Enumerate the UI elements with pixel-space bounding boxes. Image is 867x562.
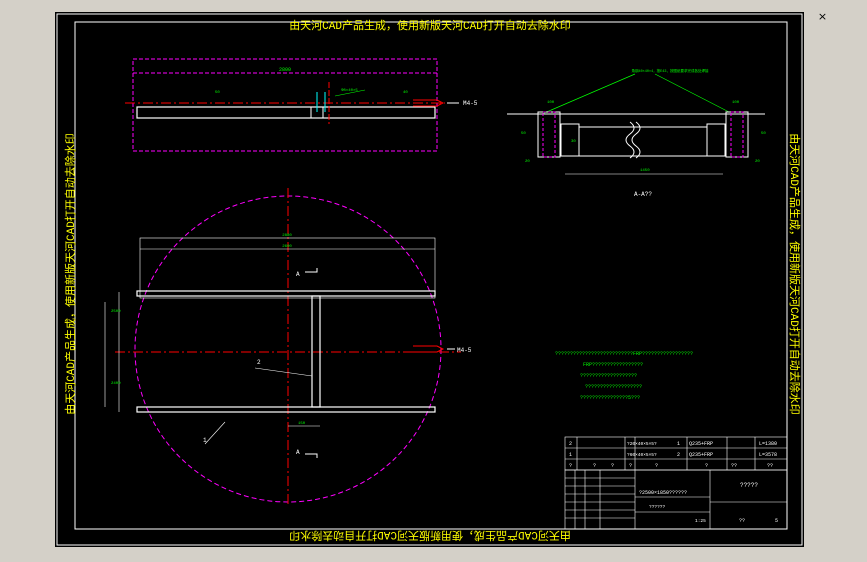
note-1: FRP????????????????? (583, 362, 643, 368)
plan-dim-outer: 2880 (282, 234, 292, 238)
title-block-text: ????? ?2500×1850?????? ?????? 1:25 ?? 5 (639, 482, 778, 524)
top-view-dim-right: 40 (403, 91, 408, 95)
note-0: ??????????????????????????FRP???????????… (555, 351, 693, 357)
header-total: ?? (767, 463, 773, 469)
part-2-no: 2 (569, 441, 572, 447)
top-view-weld-tag: M4-5 (463, 100, 478, 107)
watermark-right: 由天河CAD产品生成，使用新版天河CAD打开自动去除水印 (787, 133, 802, 415)
title-block-sheet-no: 5 (775, 518, 778, 524)
watermark-left: 由天河CAD产品生成，使用新版天河CAD打开自动去除水印 (63, 133, 78, 415)
close-icon[interactable]: × (817, 10, 828, 23)
top-view-dim-box (132, 58, 438, 152)
watermark-top: 由天河CAD产品生成，使用新版天河CAD打开自动去除水印 (289, 18, 571, 33)
plan-dim-inner: 2600 (282, 245, 292, 249)
title-block-subtitle: ?????? (649, 504, 666, 510)
header-spec: ? (655, 463, 658, 469)
callout-1: 1 (203, 437, 207, 444)
section-dim-right-h: 50 (761, 132, 766, 136)
beam-bottom (136, 406, 436, 413)
title-block-drawing-name: ?2500×1850?????? (639, 490, 687, 496)
title-block-scale: 1:25 (695, 518, 706, 524)
header-code: ? (593, 463, 596, 469)
callout-2: 2 (257, 359, 261, 366)
section-view: 角钢40×40×4，按E43，按图纸要求完成各处焊接 100 1450 100 … (507, 68, 766, 198)
plan-dim-bottom: 150 (298, 422, 306, 426)
header-name: ? (611, 463, 614, 469)
part-2-length: L=1380 (759, 441, 777, 447)
plan-dim-left-inner: 2500 (111, 310, 121, 314)
outer-border (56, 13, 803, 546)
section-dim-right-small: 20 (755, 160, 760, 164)
section-marker-bottom: A (296, 449, 300, 456)
top-view-callout: Φ8×40×5 (341, 88, 358, 93)
drawing-canvas: 由天河CAD产品生成，使用新版天河CAD打开自动去除水印 由天河CAD产品生成，… (56, 13, 803, 546)
title-block-sheet: ?? (739, 518, 745, 524)
section-dim-top-left: 100 (547, 101, 555, 105)
title-block (564, 436, 788, 530)
plan-dim-left-outer: 2400 (111, 382, 121, 386)
section-marker-top: A (296, 271, 300, 278)
note-3: ??????????????????? (585, 384, 642, 390)
plan-weld-tag: M4-5 (457, 347, 472, 354)
section-dim-left-small: 20 (525, 160, 530, 164)
part-1-no: 1 (569, 452, 572, 458)
part-1-spec: ?60×40×5×5? (627, 452, 657, 458)
section-note: 角钢40×40×4，按E43，按图纸要求完成各处焊接 (631, 68, 709, 74)
top-view-dim-overall: 2800 (279, 67, 291, 73)
note-2: ??????????????????? (580, 373, 637, 379)
part-2-qty: 1 (677, 441, 680, 447)
section-dim-width: 1450 (640, 169, 650, 173)
note-4: ????????????????5??? (580, 395, 640, 401)
watermark-bottom: 由天河CAD产品生成，使用新版天河CAD打开自动去除水印 (289, 528, 571, 543)
parts-table-text: 2 ?20×40×5×5? 1 Q235+FRP L=1380 1 ?60×40… (569, 441, 777, 469)
part-2-spec: ?20×40×5×5? (627, 441, 657, 447)
cad-drawing-viewport[interactable]: 由天河CAD产品生成，使用新版天河CAD打开自动去除水印 由天河CAD产品生成，… (55, 12, 804, 547)
section-caption: A-A?? (634, 191, 652, 198)
header-unit: ?? (731, 463, 737, 469)
section-dim-inner: 30 (571, 140, 576, 144)
tech-notes: ??????????????????????????FRP???????????… (555, 351, 693, 401)
header-material: ? (705, 463, 708, 469)
top-view-dim-mid: 50 (215, 91, 220, 95)
inner-border (74, 21, 788, 530)
header-no: ? (569, 463, 572, 469)
title-block-title: ????? (740, 482, 758, 489)
part-1-qty: 2 (677, 452, 680, 458)
circle-plan-view: 2880 2600 2400 2500 150 A A M4-5 2 1 (104, 188, 472, 507)
part-1-material: Q235+FRP (689, 452, 713, 458)
beam-cross (311, 295, 321, 408)
top-view: 2800 Φ8×40×5 50 40 M4-5 (125, 58, 478, 152)
section-dim-left-h: 50 (521, 132, 526, 136)
top-view-beam (136, 106, 436, 119)
part-2-material: Q235+FRP (689, 441, 713, 447)
beam-top (136, 290, 436, 297)
section-dim-top-right: 100 (732, 101, 740, 105)
tank-outline (134, 195, 442, 503)
part-1-length: L=3578 (759, 452, 777, 458)
header-qty: ? (629, 463, 632, 469)
